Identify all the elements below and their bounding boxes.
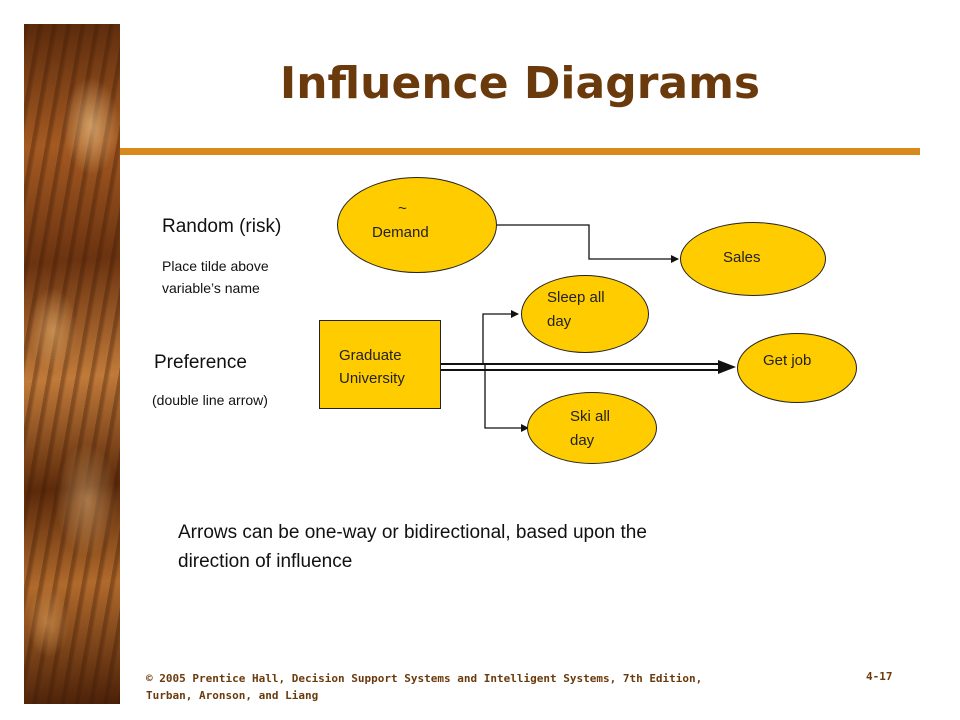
random-risk-label: Random (risk): [162, 216, 282, 237]
wood-texture-sidebar: [24, 24, 120, 704]
get-job-label: Get job: [763, 352, 812, 369]
note-line1: Arrows can be one-way or bidirectional, …: [178, 522, 647, 543]
slide-title: Influence Diagrams: [279, 58, 761, 109]
ski-label-line1: Ski all: [570, 408, 611, 425]
random-desc-line2: variable’s name: [162, 280, 260, 296]
page-number: 4-17: [866, 670, 893, 683]
graduate-to-ski-arrow: [484, 365, 529, 432]
demand-to-sales-arrow: [497, 224, 679, 263]
get-job-node: Get job: [737, 333, 857, 403]
sleep-label-line1: Sleep all: [547, 289, 605, 306]
arrow-direction-note: Arrows can be one-way or bidirectional, …: [178, 518, 798, 576]
graduate-to-sleep-arrow: [482, 310, 519, 365]
graduate-university-node: Graduate University: [319, 320, 441, 409]
sleep-label-line2: day: [547, 313, 572, 330]
sales-label: Sales: [723, 249, 761, 266]
graduate-label-line1: Graduate: [339, 347, 402, 364]
note-line2: direction of influence: [178, 551, 353, 572]
footer-line2: Turban, Aronson, and Liang: [146, 689, 319, 702]
tilde-symbol: ~: [398, 200, 407, 217]
random-desc-line1: Place tilde above: [162, 258, 269, 274]
footer-line1: © 2005 Prentice Hall, Decision Support S…: [146, 672, 703, 685]
demand-node: ~ Demand: [337, 177, 497, 273]
ski-label-line2: day: [570, 432, 595, 449]
preference-desc: (double line arrow): [152, 392, 268, 408]
demand-label: Demand: [372, 224, 429, 241]
sales-node: Sales: [680, 222, 826, 296]
graduate-label-line2: University: [339, 370, 405, 387]
title-divider: [120, 148, 920, 155]
preference-label: Preference: [154, 352, 247, 373]
preference-arrowhead: [718, 360, 736, 374]
copyright-footer: © 2005 Prentice Hall, Decision Support S…: [146, 670, 746, 704]
sleep-all-day-node: Sleep all day: [521, 275, 649, 353]
ski-all-day-node: Ski all day: [527, 392, 657, 464]
